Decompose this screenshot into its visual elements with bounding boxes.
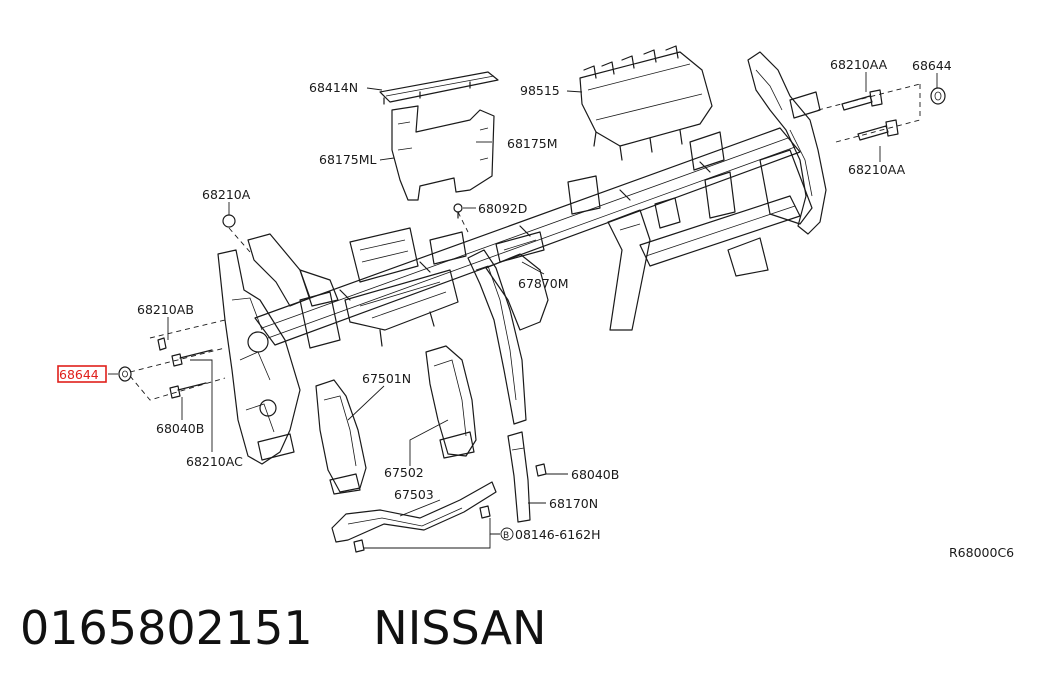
assembly-lines — [129, 83, 921, 401]
label-67502: 67502 — [384, 465, 424, 480]
label-08146-6162H: 08146-6162H — [515, 527, 601, 542]
parts-diagram: 68414N 98515 68210AA 68644 68175M 68175M… — [57, 45, 1014, 560]
label-68210AB: 68210AB — [137, 302, 194, 317]
label-68644-top: 68644 — [912, 58, 952, 73]
caption: 0165802151 NISSAN — [20, 598, 546, 658]
diagram-code: R68000C6 — [949, 545, 1014, 560]
center-stay — [467, 249, 549, 523]
bolt-symbol-letter: B — [503, 531, 509, 541]
label-68170N: 68170N — [549, 496, 598, 511]
label-67870M: 67870M — [518, 276, 569, 291]
label-68040B-left: 68040B — [156, 421, 204, 436]
label-68210AA-top: 68210AA — [830, 57, 888, 72]
bracket-68175M — [391, 105, 495, 201]
label-68175M: 68175M — [507, 136, 558, 151]
bolt-symbol-circle — [500, 527, 514, 541]
callout-labels: 68414N 98515 68210AA 68644 68175M 68175M… — [57, 57, 1014, 560]
right-side-bracket — [639, 51, 827, 277]
brace-67503 — [331, 481, 497, 543]
fasteners — [118, 87, 946, 553]
label-68210A: 68210A — [202, 187, 251, 202]
highlight-box-68644 — [57, 365, 107, 383]
label-67501N: 67501N — [362, 371, 411, 386]
label-67503: 67503 — [394, 487, 434, 502]
trim-68414N — [379, 71, 499, 105]
steering-member-beam — [254, 127, 801, 349]
label-68040B-right: 68040B — [571, 467, 619, 482]
label-68092D: 68092D — [478, 201, 527, 216]
bracket-67870M — [495, 231, 545, 263]
label-68210AA-bottom: 68210AA — [848, 162, 906, 177]
bracket-67502 — [425, 345, 477, 459]
label-98515: 98515 — [520, 83, 560, 98]
bracket-67501N — [315, 379, 367, 495]
label-68175ML: 68175ML — [319, 152, 377, 167]
caption-brand: NISSAN — [373, 601, 547, 655]
airbag-module-98515 — [579, 45, 713, 161]
label-68414N: 68414N — [309, 80, 358, 95]
caption-part-number: 0165802151 — [20, 601, 313, 655]
label-68210AC: 68210AC — [186, 454, 243, 469]
leader-lines — [108, 72, 938, 549]
left-side-bracket — [217, 233, 339, 465]
label-68644-highlighted: 68644 — [59, 367, 99, 382]
